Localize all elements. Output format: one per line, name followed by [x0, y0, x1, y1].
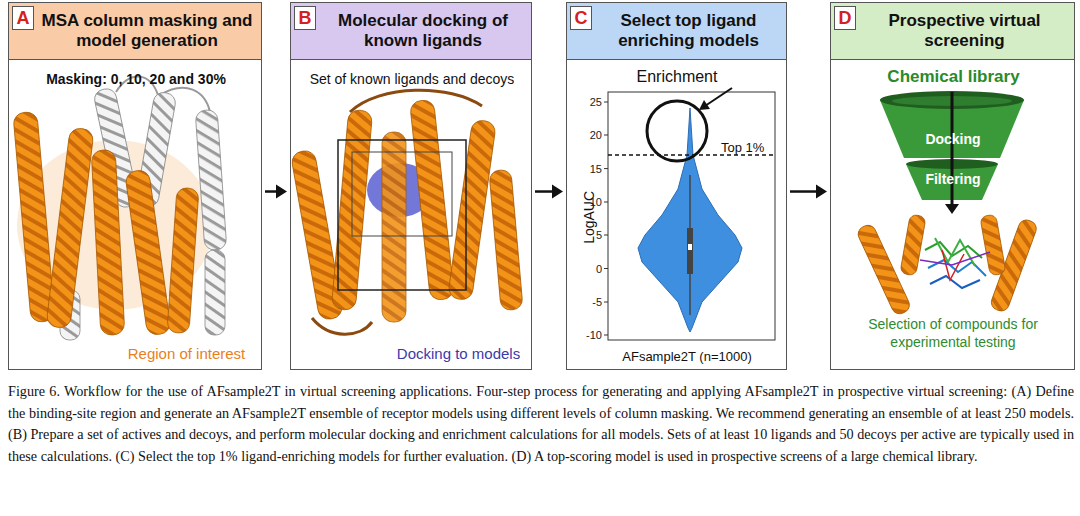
- panel-heading: MSA column masking and model generation: [37, 11, 257, 51]
- threshold-label: Top 1%: [721, 140, 781, 156]
- panel-letter: B: [294, 6, 316, 30]
- tick-label: 15: [572, 163, 602, 175]
- stage-label: Filtering: [903, 171, 1003, 188]
- step-panel: CSelect top ligand enriching modelsEnric…: [566, 2, 787, 370]
- result-label: Selection of compounds for experimental …: [853, 315, 1053, 351]
- tick-label: -10: [572, 329, 602, 341]
- step-panel: BMolecular docking of known ligandsSet o…: [290, 2, 532, 370]
- tick-label: 0: [572, 263, 602, 275]
- arrow-head: [276, 185, 287, 199]
- flow-arrow: [790, 185, 827, 199]
- panel-heading: Select top ligand enriching models: [595, 11, 782, 51]
- stage-label: Docking: [903, 131, 1003, 148]
- subtitle: Masking: 0, 10, 20 and 30%: [9, 71, 263, 88]
- annotation: Enrichment: [622, 67, 732, 86]
- docking-label: Docking to models: [386, 345, 531, 363]
- figure-caption: Figure 6. Workflow for the use of AFsamp…: [8, 381, 1074, 467]
- tick-label: -5: [572, 296, 602, 308]
- panel-heading: Prospective virtual screening: [859, 11, 1070, 51]
- tick-label: 20: [572, 129, 602, 141]
- arrow-head: [816, 185, 827, 199]
- arrow-shaft: [535, 190, 553, 193]
- panel-letter: C: [570, 6, 592, 30]
- step-panel: DProspective virtual screeningChemical l…: [830, 2, 1075, 370]
- flow-arrow: [265, 185, 287, 199]
- region-label: Region of interest: [114, 345, 259, 363]
- panel-letter: D: [834, 6, 856, 30]
- arrow-shaft: [265, 190, 277, 193]
- tick-label: 25: [572, 96, 602, 108]
- flow-arrow: [535, 185, 563, 199]
- panel-heading: Molecular docking of known ligands: [319, 11, 527, 51]
- arrow-head: [552, 185, 563, 199]
- arrow-shaft: [790, 190, 817, 193]
- subtitle: Set of known ligands and decoys: [291, 71, 533, 88]
- step-panel: AMSA column masking and model generation…: [8, 2, 262, 370]
- axis-label: AFsample2T (n=1000): [587, 349, 787, 365]
- tick-label: 5: [572, 229, 602, 241]
- library-label: Chemical library: [831, 67, 1076, 87]
- tick-label: 10: [572, 196, 602, 208]
- panel-letter: A: [12, 6, 34, 30]
